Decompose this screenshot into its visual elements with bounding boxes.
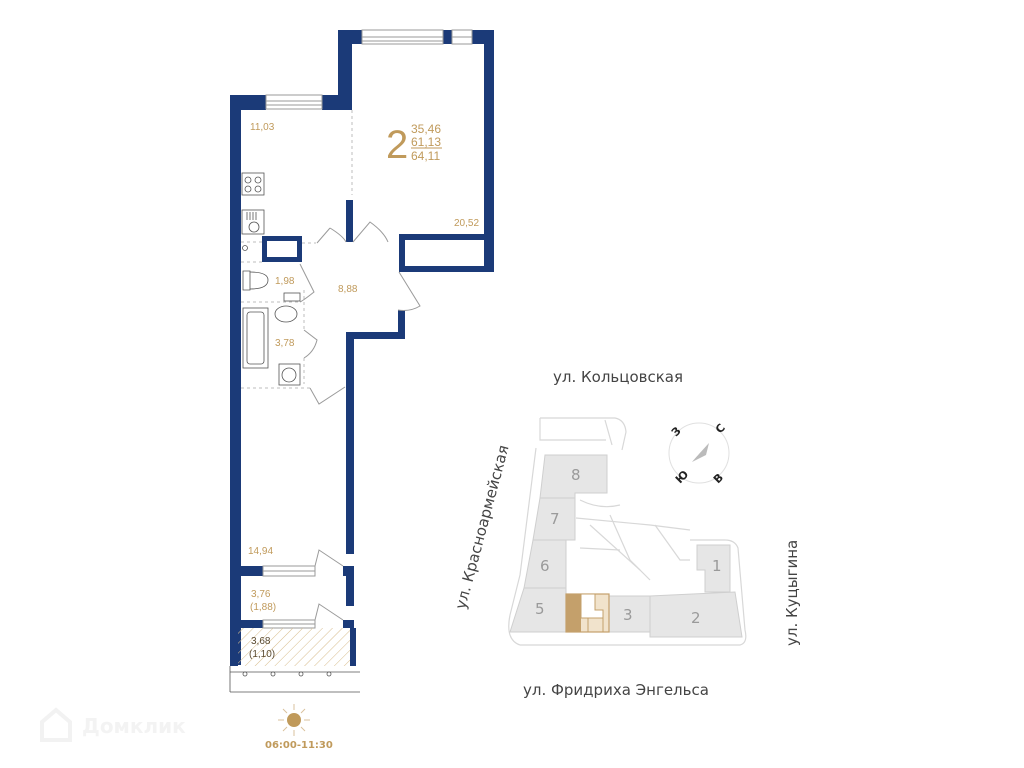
building-num-2: 2 [691,609,701,627]
apartment-floor-plan: 11,03 20,52 8,88 1,98 3,78 14,94 3,76 (1… [229,29,494,751]
buildings [509,454,743,638]
watermark-text: Домклик [82,714,186,738]
street-west: ул. Красноармейская [451,443,512,611]
building-num-6: 6 [540,557,550,575]
compass-east: В [711,471,726,486]
site-outline [508,417,747,646]
walls [230,30,494,666]
building-7 [532,497,576,541]
balcony-hatch [238,628,350,666]
area-no-balcony: 61,13 [411,135,441,149]
sun-exposure: 06:00-11:30 [265,704,333,751]
building-num-1: 1 [712,557,722,575]
rooms-count: 2 [386,123,408,167]
balcony-area: 3,68 [251,636,271,647]
compass-north: С [713,421,728,436]
living-area: 35,46 [411,122,441,136]
building-1 [696,544,731,593]
windows [262,29,473,629]
toilet-area: 1,98 [275,276,295,287]
bathroom-area: 3,78 [275,338,295,349]
bedroom-bottom-area: 14,94 [248,546,273,557]
street-south: ул. Фридриха Энгельса [523,681,709,699]
compass-ring [668,422,730,484]
highlighted-building [565,593,610,633]
bedroom-top-area: 20,52 [454,218,479,229]
building-2 [649,591,743,638]
sun-time: 06:00-11:30 [265,740,333,751]
loggia-coef: (1,88) [250,602,276,613]
compass-south: Ю [673,468,691,486]
doors [299,221,421,621]
balcony-coef: (1,10) [249,649,275,660]
hall-area: 8,88 [338,284,358,295]
dashed-partitions [241,110,353,389]
kitchen-area: 11,03 [250,122,275,133]
building-num-7: 7 [550,510,560,528]
site-plan: 8 7 6 5 3 2 1 С В Ю З ул. Кольцовская ул… [451,368,801,699]
compass-west: З [669,424,684,439]
bathroom-fixtures [242,270,301,386]
domclick-watermark: Домклик [40,707,186,742]
building-num-5: 5 [535,600,545,618]
street-east: ул. Куцыгина [783,540,801,646]
kitchen-appliances [241,172,265,251]
loggia-area: 3,76 [251,589,271,600]
compass: С В Ю З [668,421,730,486]
building-num-3: 3 [623,606,633,624]
balcony-railing [229,666,360,693]
street-north: ул. Кольцовская [553,368,683,386]
apartment-summary: 2 35,46 61,13 64,11 [386,122,442,167]
building-num-8: 8 [571,466,581,484]
sun-icon [278,704,310,736]
total-area: 64,11 [411,149,440,163]
